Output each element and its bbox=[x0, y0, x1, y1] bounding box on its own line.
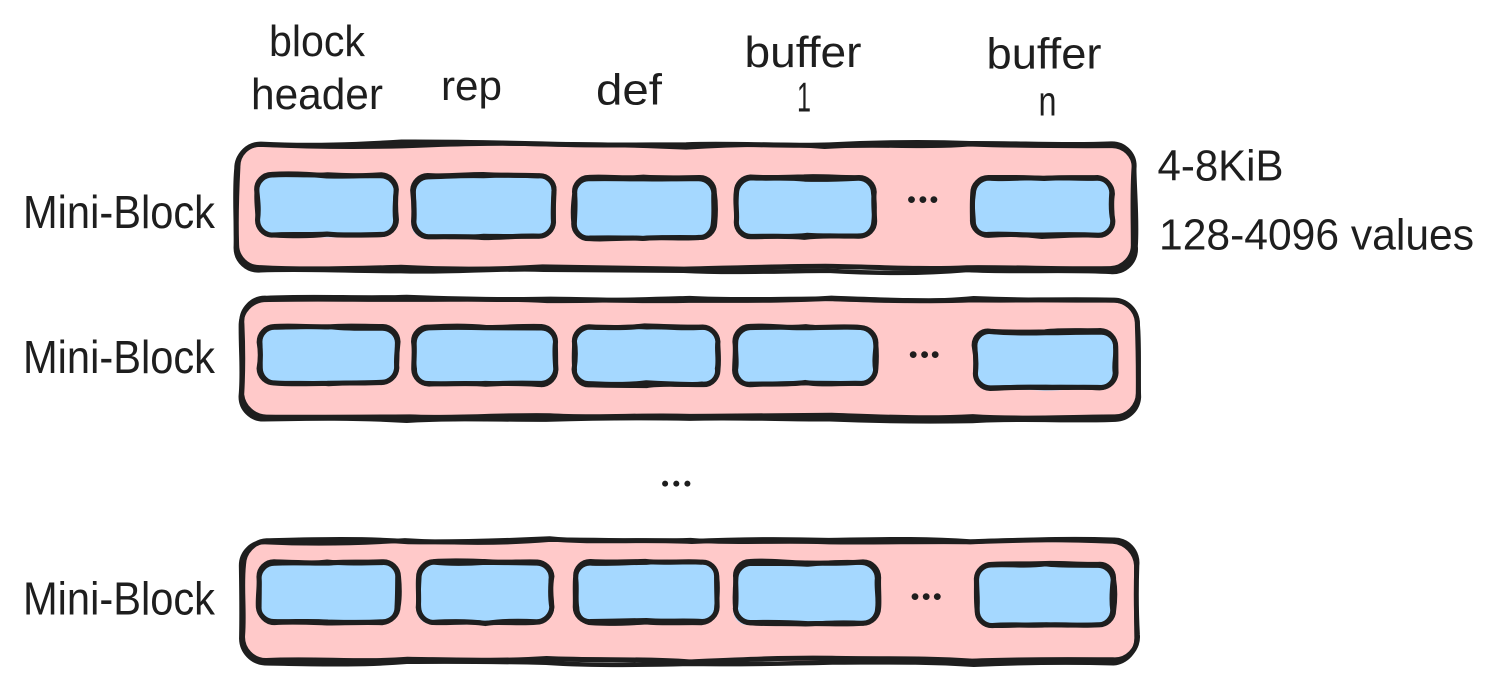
svg-text:4-8KiB: 4-8KiB bbox=[1158, 142, 1284, 191]
svg-text:Mini-Block: Mini-Block bbox=[23, 573, 216, 625]
svg-text:buffer: buffer bbox=[745, 28, 862, 77]
svg-text:Mini-Block: Mini-Block bbox=[23, 186, 216, 238]
svg-text:128-4096 values: 128-4096 values bbox=[1159, 211, 1474, 260]
svg-text:block: block bbox=[269, 17, 366, 66]
svg-text:buffer: buffer bbox=[987, 30, 1102, 79]
svg-text:Mini-Block: Mini-Block bbox=[23, 331, 216, 383]
svg-text:1: 1 bbox=[797, 74, 811, 121]
svg-text:header: header bbox=[251, 70, 383, 119]
svg-text:def: def bbox=[596, 66, 663, 115]
svg-text:rep: rep bbox=[441, 62, 502, 109]
svg-text:n: n bbox=[1039, 77, 1057, 124]
